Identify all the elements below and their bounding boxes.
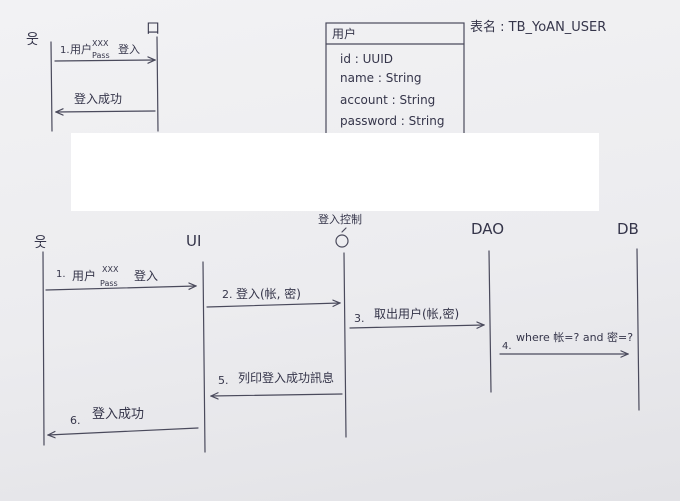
svg-text:用户: 用户 <box>70 42 92 56</box>
svg-text:2.: 2. <box>222 288 233 301</box>
svg-text:where 帐=? and 密=?: where 帐=? and 密=? <box>516 330 633 344</box>
svg-text:登入(帐, 密): 登入(帐, 密) <box>236 286 301 301</box>
redaction-block <box>71 133 599 211</box>
message-5: 5. 列印登入成功訊息 <box>211 370 343 396</box>
svg-text:登入: 登入 <box>134 268 158 283</box>
ui-lifeline <box>202 261 206 453</box>
lifeline-dao-label: DAO <box>471 220 504 238</box>
svg-text:Pass: Pass <box>92 51 110 60</box>
svg-text:3.: 3. <box>354 312 365 325</box>
field-name: name : String <box>340 71 422 85</box>
svg-text:6.: 6. <box>70 414 81 427</box>
message-4: 4. where 帐=? and 密=? <box>499 330 633 354</box>
controller-symbol <box>335 234 349 248</box>
top-system-lifeline <box>156 36 159 132</box>
lifeline-controller-label: 登入控制 <box>318 212 362 226</box>
table-name-note: 表名 : TB_YoAN_USER <box>470 19 606 35</box>
top-message-2: 登入成功 <box>56 91 156 112</box>
dao-lifeline <box>488 250 492 393</box>
field-account: account : String <box>340 93 435 107</box>
svg-text:1.: 1. <box>56 269 66 280</box>
top-system-icon: 口 <box>146 21 160 37</box>
svg-text:Pass: Pass <box>100 279 118 288</box>
db-lifeline <box>636 248 640 411</box>
svg-text:取出用户(帐,密): 取出用户(帐,密) <box>374 306 459 321</box>
actor-lifeline <box>42 251 45 446</box>
field-id: id : UUID <box>340 52 393 66</box>
lifeline-ui-label: UI <box>186 232 201 250</box>
class-title: 用户 <box>332 26 356 41</box>
svg-text:列印登入成功訊息: 列印登入成功訊息 <box>238 370 334 385</box>
lifeline-db-label: DB <box>617 220 639 238</box>
svg-text:用户: 用户 <box>72 268 96 283</box>
svg-text:登入成功: 登入成功 <box>74 91 122 106</box>
svg-text:4.: 4. <box>502 341 512 352</box>
bottom-actor-icon: 웃 <box>34 235 47 251</box>
message-3: 3. 取出用户(帐,密) <box>349 306 484 328</box>
user-class-box: 用户 id : UUID name : String account : Str… <box>325 22 465 136</box>
svg-text:XXX: XXX <box>92 39 109 48</box>
message-1: 1. 用户 XXX Pass 登入 <box>45 265 196 291</box>
message-2: 2. 登入(帐, 密) <box>206 286 340 308</box>
field-password: password : String <box>340 114 444 128</box>
top-actor-lifeline <box>50 41 53 132</box>
svg-text:登入成功: 登入成功 <box>92 407 144 422</box>
svg-text:XXX: XXX <box>102 265 119 274</box>
controller-lifeline <box>343 252 347 438</box>
svg-text:1.: 1. <box>60 45 70 56</box>
message-6: 6. 登入成功 <box>48 407 199 435</box>
top-message-1: 1. 用户 XXX Pass 登入 <box>54 39 155 61</box>
svg-text:登入: 登入 <box>118 42 140 56</box>
svg-text:5.: 5. <box>218 374 229 387</box>
top-actor-icon: 웃 <box>26 32 39 48</box>
